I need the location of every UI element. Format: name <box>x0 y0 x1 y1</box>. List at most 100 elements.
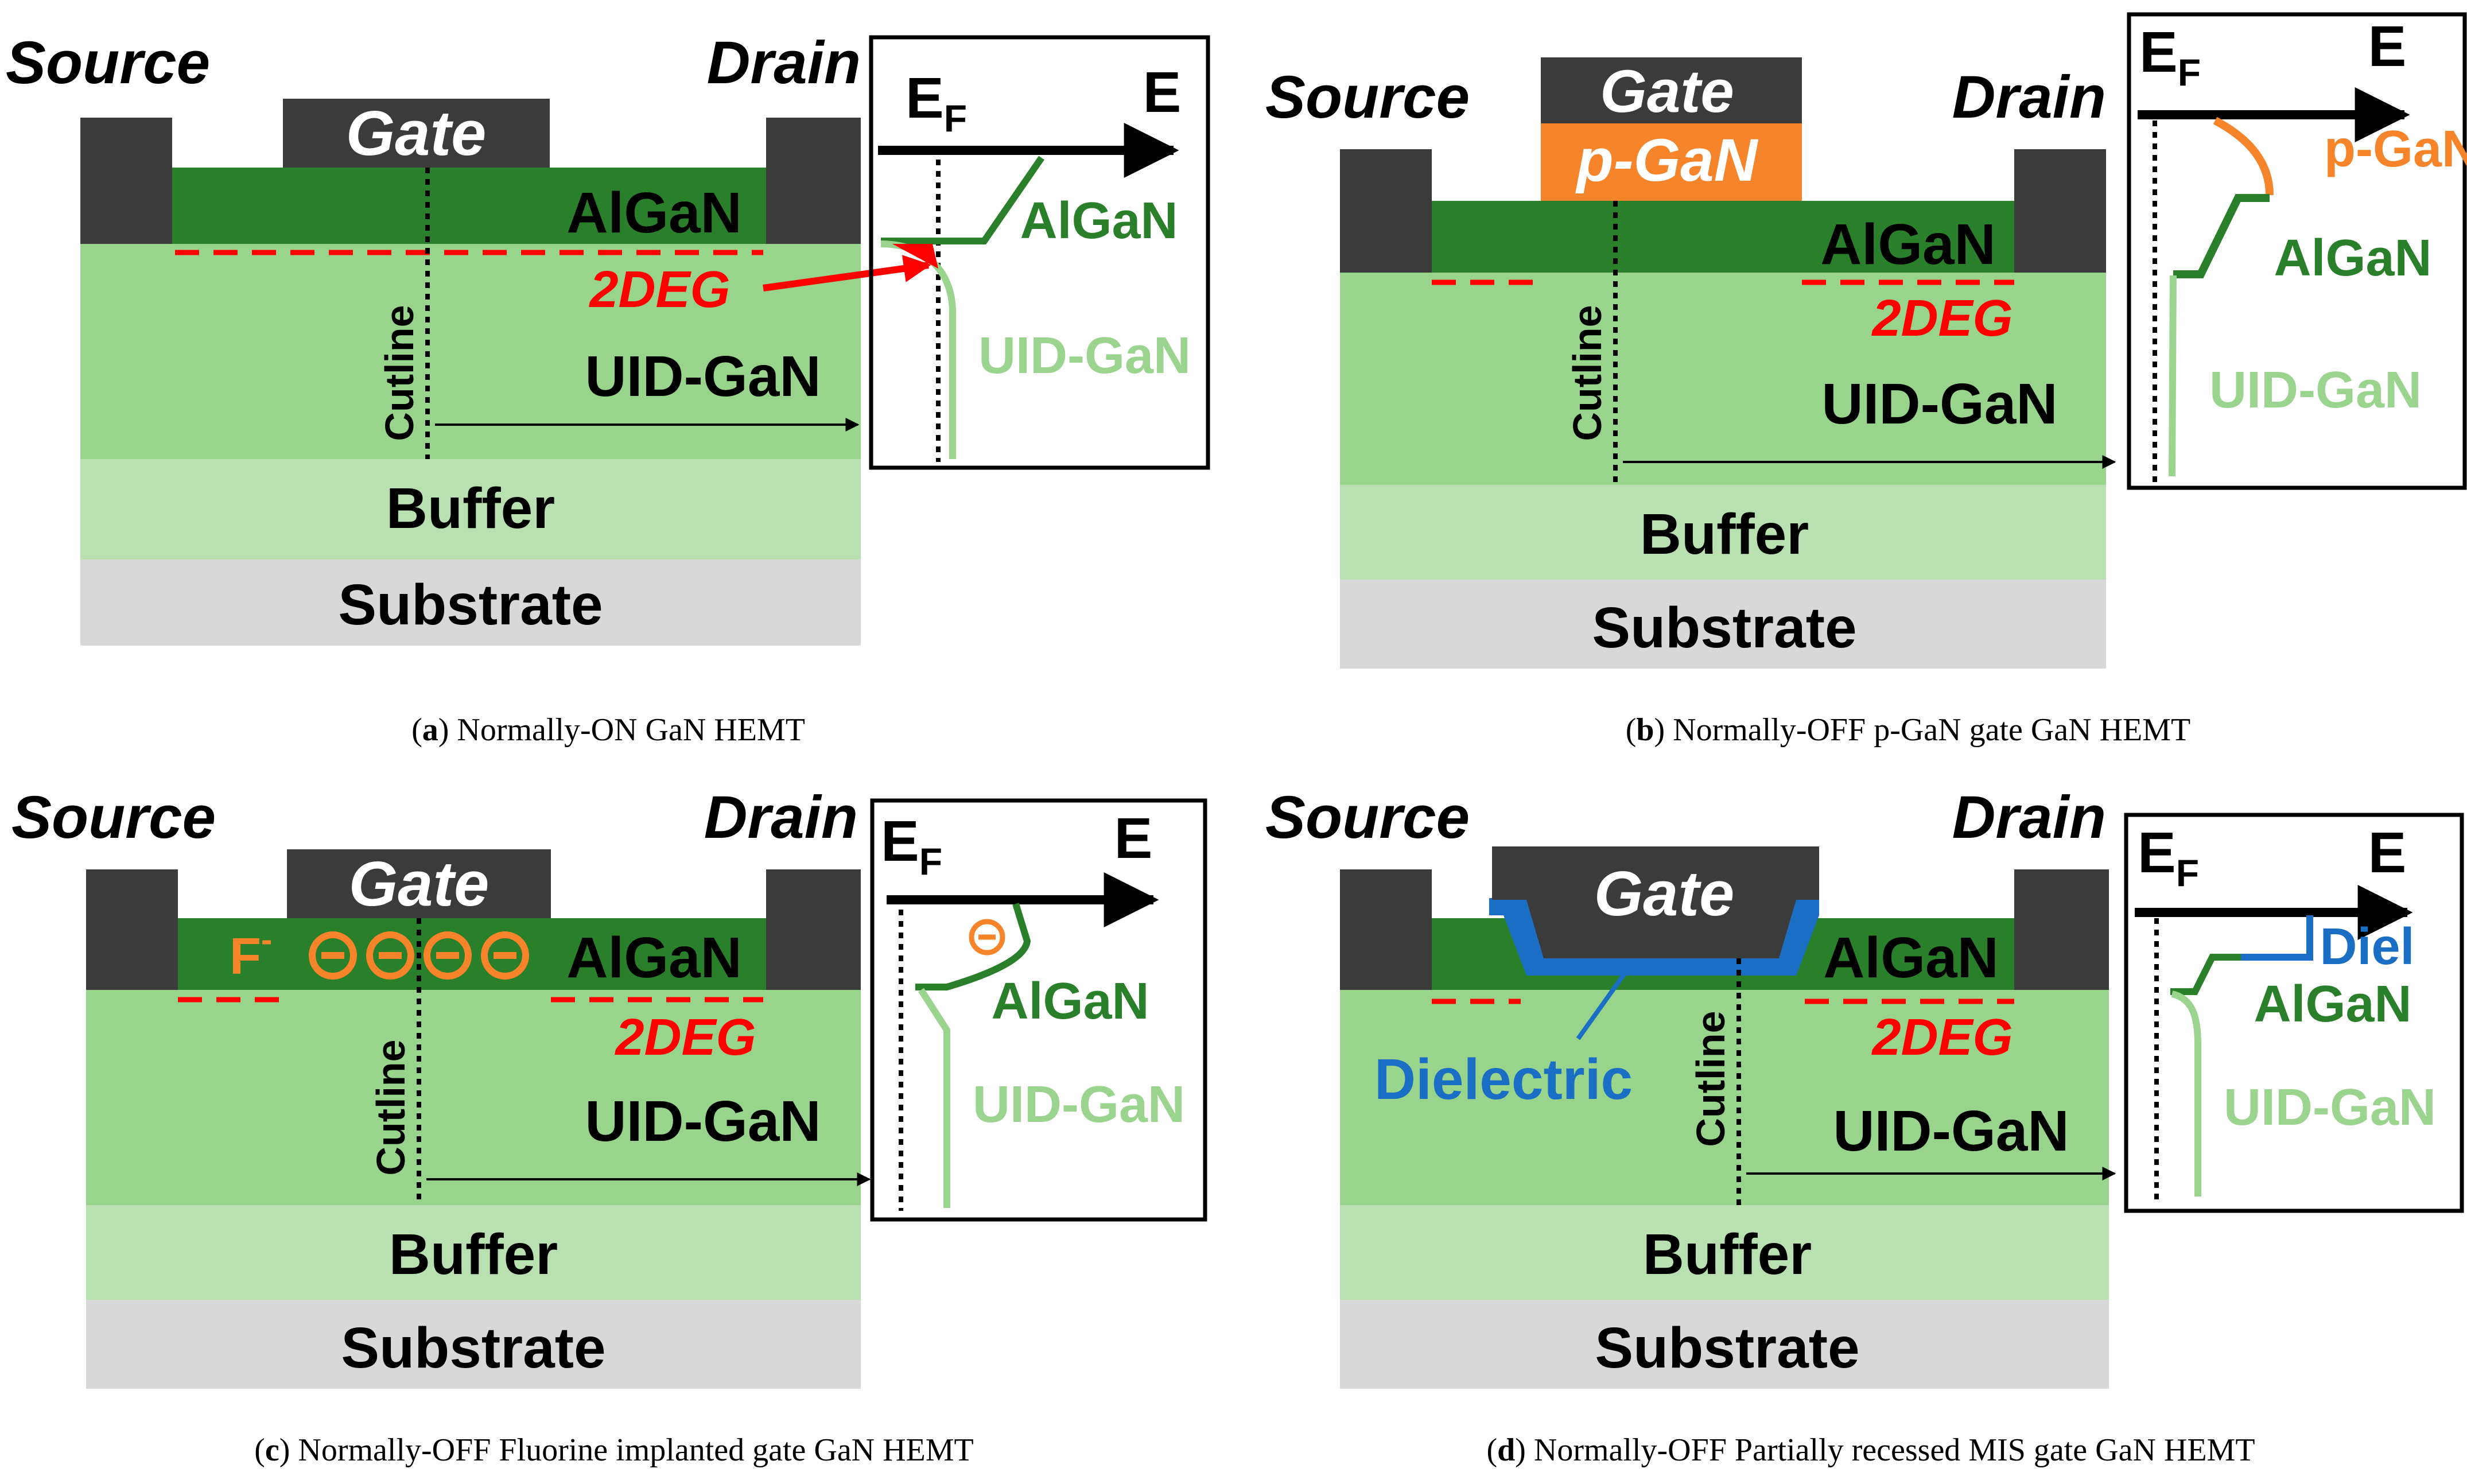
algan-band <box>915 903 1031 990</box>
uid-gan-label: UID-GaN <box>1833 1099 2069 1163</box>
uid-gan-layer <box>86 990 861 1205</box>
caption-c: (c) Normally-OFF Fluorine implanted gate… <box>254 1432 974 1468</box>
drain-contact <box>766 118 861 244</box>
band-uid-gan-label: UID-GaN <box>2209 362 2422 419</box>
buffer-layer <box>1340 485 2106 580</box>
uid-gan-label: UID-GaN <box>585 1089 821 1153</box>
fluorine-label: F- <box>230 921 272 985</box>
pgan-layer <box>1541 123 1802 201</box>
source-contact <box>80 118 172 244</box>
band-algan-label: AlGaN <box>2254 976 2411 1033</box>
drain-label: Drain <box>1952 784 2106 851</box>
uid-gan-band <box>2171 990 2201 1196</box>
panel-c: F- Source Drain Gate AlGaN 2DEG UID-GaN … <box>11 784 1207 1468</box>
caption-a: (a) Normally-ON GaN HEMT <box>411 712 805 748</box>
gate-contact <box>1492 846 1819 958</box>
drain-contact <box>766 869 861 990</box>
substrate-layer <box>80 560 861 646</box>
source-contact <box>1340 869 1432 990</box>
source-contact <box>1340 149 1432 273</box>
band-diagram-d: EF E Diel AlGaN UID-GaN <box>2124 813 2464 1213</box>
uid-gan-layer <box>1340 273 2106 485</box>
gate-contact <box>1541 57 1802 123</box>
algan-band <box>881 156 1044 244</box>
negative-charge-icon <box>424 931 472 980</box>
gate-label: Gate <box>349 849 489 919</box>
negative-charge-icon <box>366 931 414 980</box>
twodeg-pointer-arrow <box>763 255 931 292</box>
uid-gan-layer <box>80 244 861 459</box>
uid-gan-layer <box>1340 990 2109 1205</box>
cutline-label: Cutline <box>377 305 422 441</box>
buffer-label: Buffer <box>1643 1222 1812 1287</box>
source-label: Source <box>11 784 216 851</box>
source-label: Source <box>1265 784 1470 851</box>
uid-gan-band <box>918 988 950 1208</box>
pgan-band <box>2213 116 2274 196</box>
band-algan-label: AlGaN <box>991 973 1149 1030</box>
ef-label: EF <box>881 809 942 883</box>
drain-label: Drain <box>704 784 858 851</box>
substrate-label: Substrate <box>338 573 603 637</box>
twodeg-label: 2DEG <box>1871 1009 2013 1066</box>
band-frame <box>2127 12 2467 490</box>
substrate-layer <box>1340 580 2106 669</box>
pgan-label: p-GaN <box>1575 127 1759 194</box>
algan-layer <box>1432 201 2014 273</box>
uid-gan-band <box>880 240 956 459</box>
dielectric-band <box>2241 915 2313 961</box>
ef-label: EF <box>2138 821 2199 894</box>
band-diagram-b: EF E p-GaN AlGaN UID-GaN <box>2127 12 2467 490</box>
negative-charge-icon <box>481 931 529 980</box>
algan-layer <box>172 168 766 244</box>
e-axis-label: E <box>1143 60 1182 125</box>
source-label: Source <box>6 29 210 96</box>
twodeg-label: 2DEG <box>614 1009 756 1066</box>
dielectric-pointer <box>1576 973 1626 1040</box>
band-diagram-c: EF E AlGaN UID-GaN <box>870 798 1207 1222</box>
band-uid-gan-label: UID-GaN <box>2224 1079 2436 1136</box>
substrate-label: Substrate <box>341 1316 605 1380</box>
drain-contact <box>2014 149 2106 273</box>
band-diagram-a: EF E AlGaN UID-GaN <box>869 35 1210 470</box>
fluorine-ions <box>309 931 529 980</box>
caption-b: (b) Normally-OFF p-GaN gate GaN HEMT <box>1626 712 2191 748</box>
uid-gan-label: UID-GaN <box>585 344 821 409</box>
uid-gan-label: UID-GaN <box>1821 372 2057 436</box>
algan-label: AlGaN <box>1823 926 1999 990</box>
cutline-label: Cutline <box>368 1039 413 1175</box>
substrate-label: Substrate <box>1592 596 1856 660</box>
e-axis-label: E <box>2368 14 2407 79</box>
twodeg-region <box>892 244 938 269</box>
buffer-layer <box>1340 1205 2109 1300</box>
e-axis-label: E <box>1114 806 1153 871</box>
panel-b: Source Drain Gate p-GaN AlGaN 2DEG UID-G… <box>1265 12 2467 748</box>
drain-label: Drain <box>707 29 861 96</box>
ef-label: EF <box>906 66 967 139</box>
gate-label: Gate <box>346 98 487 169</box>
gate-label: Gate <box>1600 58 1734 125</box>
band-pgan-label: p-GaN <box>2324 121 2467 178</box>
caption-d: (d) Normally-OFF Partially recessed MIS … <box>1486 1432 2255 1468</box>
gate-contact <box>287 849 551 918</box>
algan-label: AlGaN <box>1820 212 1996 277</box>
buffer-layer <box>80 459 861 560</box>
cutline-label: Cutline <box>1688 1011 1733 1147</box>
band-frame <box>869 35 1210 470</box>
gate-label: Gate <box>1594 858 1735 929</box>
dielectric-label: Dielectric <box>1374 1047 1633 1112</box>
algan-band <box>2170 954 2241 995</box>
buffer-label: Buffer <box>386 476 555 541</box>
e-axis-label: E <box>2368 821 2407 885</box>
band-frame <box>2124 813 2464 1213</box>
source-contact <box>86 869 178 990</box>
drain-contact <box>2014 869 2109 990</box>
buffer-layer <box>86 1205 861 1300</box>
buffer-label: Buffer <box>1640 502 1809 566</box>
band-uid-gan-label: UID-GaN <box>978 327 1191 384</box>
ef-label: EF <box>2139 20 2201 94</box>
negative-charge-icon <box>969 919 1005 955</box>
substrate-label: Substrate <box>1595 1316 1859 1380</box>
cutline-label: Cutline <box>1565 305 1610 441</box>
substrate-layer <box>86 1300 861 1389</box>
